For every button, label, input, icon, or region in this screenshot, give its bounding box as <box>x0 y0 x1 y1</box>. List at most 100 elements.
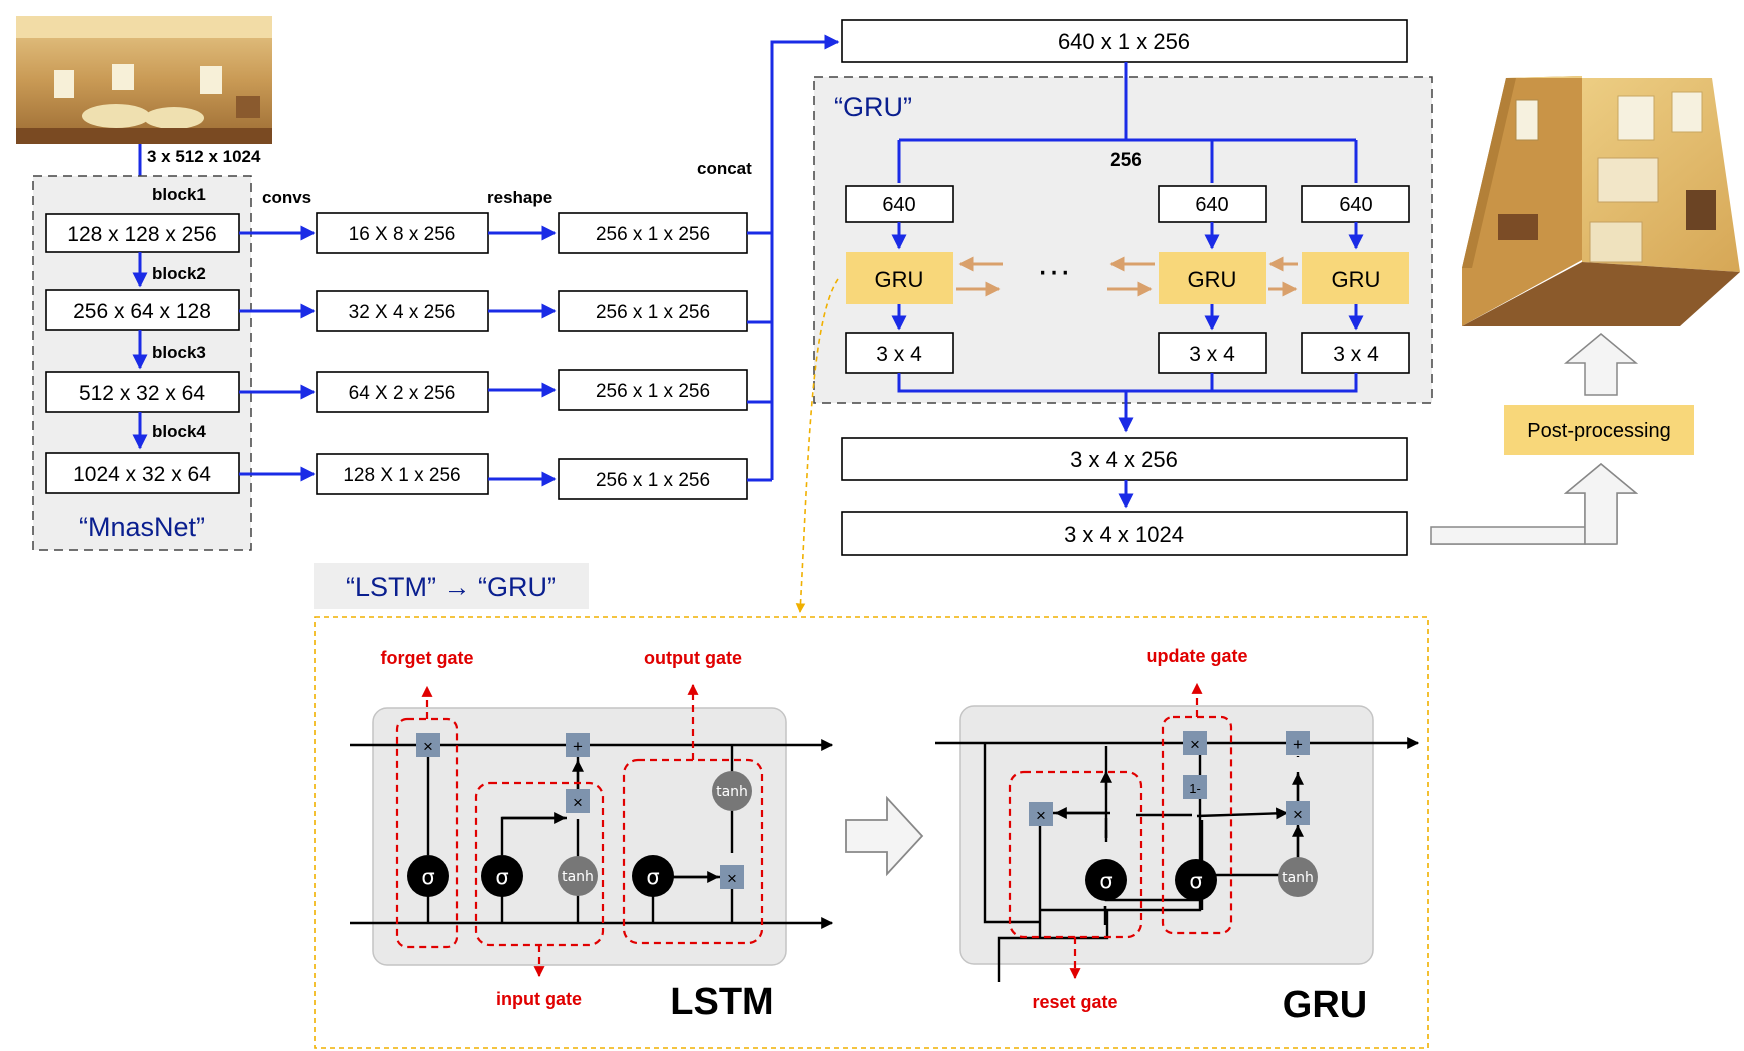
block1-shape: 128 x 128 x 256 <box>67 223 216 246</box>
gru-col1-output-box <box>845 332 954 374</box>
lstm-output-tanh-label: tanh <box>716 784 748 800</box>
gru-col3-input: 640 <box>1339 194 1372 216</box>
gru-one-minus <box>1183 775 1207 799</box>
block2-shape: 256 x 64 x 128 <box>73 300 211 323</box>
gru-col1-cell <box>846 252 953 304</box>
gru-split-label: 256 <box>1110 150 1142 171</box>
replacement-title-box <box>314 563 589 609</box>
transform-arrow <box>845 795 924 877</box>
gru-update-gate-label: update gate <box>1146 646 1247 666</box>
gru-output-mul-symbol: × <box>1293 805 1303 824</box>
gru-reset-sigmoid-symbol: σ <box>1099 869 1112 893</box>
block3-box <box>45 371 240 413</box>
gru-merge-lines <box>897 373 1358 431</box>
block4-box <box>45 452 240 494</box>
gru-reset-sigmoid <box>1085 859 1127 901</box>
block1-box <box>45 213 240 253</box>
gru-col1-cell-label: GRU <box>875 267 924 292</box>
post-arrow-shaft <box>1430 526 1586 545</box>
gru-cell-body <box>959 705 1374 965</box>
lstm-input-mul-symbol: × <box>573 793 583 812</box>
gru-group-title: “GRU” <box>834 92 912 122</box>
lstm-cell-body <box>372 707 787 966</box>
lstm-forget-gate-label: forget gate <box>380 648 473 668</box>
gru-col2-output-box <box>1158 332 1267 374</box>
lstm-input-tanh <box>558 856 598 896</box>
lstm-add <box>566 733 590 757</box>
lstm-output-sigmoid-symbol: σ <box>646 865 659 889</box>
block4-shape: 1024 x 32 x 64 <box>73 463 211 486</box>
gru-col3-cell-label: GRU <box>1332 267 1381 292</box>
post-processing-box <box>1504 405 1694 455</box>
gru-split-lines <box>899 62 1356 183</box>
lstm-output-sigmoid <box>632 855 674 897</box>
reshape3-shape: 256 x 1 x 256 <box>596 381 710 402</box>
gru-update-sigmoid-symbol: σ <box>1189 869 1202 893</box>
reshape2-shape: 256 x 1 x 256 <box>596 302 710 323</box>
concat-connector <box>747 42 838 482</box>
lstm-output-tanh <box>712 771 752 811</box>
reshape-label: reshape <box>487 188 552 207</box>
conv4-box <box>316 453 489 495</box>
lstm-input-gate-label: input gate <box>496 989 582 1009</box>
block1-label: block1 <box>152 185 206 204</box>
output2-shape: 3 x 4 x 1024 <box>1064 522 1184 547</box>
conv3-shape: 64 X 2 x 256 <box>349 383 456 404</box>
reshape1-shape: 256 x 1 x 256 <box>596 224 710 245</box>
block3-shape: 512 x 32 x 64 <box>79 382 205 405</box>
gru-col2-input-box <box>1158 185 1267 223</box>
gru-col3-output: 3 x 4 <box>1333 343 1379 366</box>
post-processing-label: Post-processing <box>1527 420 1670 442</box>
conv4-shape: 128 X 1 x 256 <box>343 465 460 486</box>
gru-col3-output-box <box>1301 332 1410 374</box>
lstm-output-mul <box>720 865 744 889</box>
lstm-input-sigmoid <box>481 855 523 897</box>
lstm-forget-gate-outline <box>395 717 459 949</box>
lstm-output-mul-symbol: × <box>727 869 737 888</box>
gru-reset-mul <box>1029 802 1053 826</box>
replacement-title: “LSTM” → “GRU” <box>346 572 556 602</box>
gru-col2-cell-label: GRU <box>1188 267 1237 292</box>
gru-col2-cell <box>1159 252 1266 304</box>
room-layout-image <box>1462 76 1740 326</box>
lstm-forget-sigmoid-symbol: σ <box>421 865 434 889</box>
conv1-box <box>316 212 489 254</box>
mnasnet-title: “MnasNet” <box>79 512 205 542</box>
gru-add-symbol: + <box>1293 735 1303 754</box>
block2-box <box>45 289 240 331</box>
zoom-connector <box>795 278 839 613</box>
recurrent-arrows <box>956 256 1298 297</box>
reshape3-box <box>558 369 748 411</box>
lstm-input-sigmoid-symbol: σ <box>495 865 508 889</box>
gru-col3-input-box <box>1301 185 1410 223</box>
output1-shape: 3 x 4 x 256 <box>1070 447 1178 472</box>
conv2-box <box>316 290 489 332</box>
reshape4-shape: 256 x 1 x 256 <box>596 470 710 491</box>
lstm-add-symbol: + <box>573 737 583 756</box>
convs-label: convs <box>262 188 311 207</box>
panorama-shape: 3 x 512 x 1024 <box>147 147 261 166</box>
conv2-shape: 32 X 4 x 256 <box>349 302 456 323</box>
up-arrow <box>1563 333 1639 396</box>
cell-detail-panel <box>314 616 1429 1049</box>
lstm-input-mul <box>566 789 590 813</box>
gru-wire-arrow <box>1196 807 1289 820</box>
lstm-title: LSTM <box>670 981 773 1023</box>
lstm-input-tanh-label: tanh <box>562 869 594 885</box>
lstm-forget-mul <box>416 733 440 757</box>
concat-label: concat <box>697 159 752 178</box>
lstm-forget-sigmoid <box>407 855 449 897</box>
post-arrow-head <box>1563 463 1639 545</box>
lstm-forget-mul-symbol: × <box>423 737 433 756</box>
gru-tanh-label: tanh <box>1282 870 1314 886</box>
gru-one-minus-label: 1- <box>1189 781 1201 796</box>
gru-col2-input: 640 <box>1195 194 1228 216</box>
gru-tanh <box>1278 857 1318 897</box>
gru-cell-title: GRU <box>1283 984 1367 1026</box>
output2-box <box>841 511 1408 556</box>
panorama-image <box>16 16 272 144</box>
block2-label: block2 <box>152 264 206 283</box>
gru-output-mul <box>1286 801 1310 825</box>
gru-update-sigmoid <box>1175 859 1217 901</box>
